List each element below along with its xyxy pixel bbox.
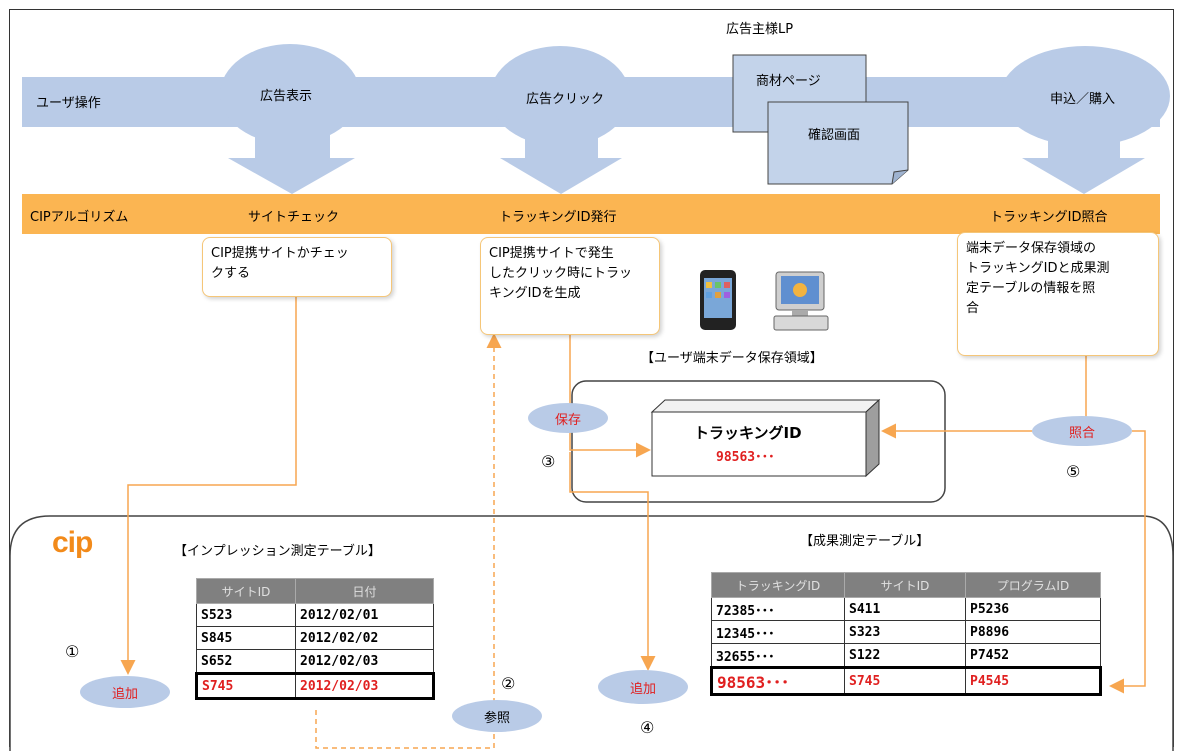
step-ad-click: 広告クリック [526, 92, 605, 107]
result-header-tracking-id: トラッキングID [711, 572, 845, 598]
marker-3: ③ [541, 452, 556, 471]
step-ad-display: 広告表示 [260, 89, 313, 104]
add-bubble-1: 追加 [80, 676, 170, 708]
table-cell: P7452 [965, 643, 1101, 668]
line-reference [315, 333, 502, 749]
impression-header-date: 日付 [295, 578, 434, 604]
impression-table-title: 【インプレッション測定テーブル】 [174, 544, 381, 559]
outer-frame [9, 9, 1174, 747]
result-header-program-id: プログラムID [965, 572, 1101, 598]
device-storage-title: 【ユーザ端末データ保存領域】 [641, 351, 823, 366]
line-sitecheck-add [120, 296, 297, 675]
down-arrow-3 [1022, 127, 1145, 194]
result-table-title: 【成果測定テーブル】 [800, 534, 930, 549]
match-bubble: 照合 [1032, 416, 1132, 446]
line-match-table [1109, 430, 1146, 694]
callout-site-check: CIP提携サイトかチェッ クする [202, 237, 392, 297]
page-confirm [767, 101, 909, 185]
table-cell: S122 [844, 643, 966, 668]
table-cell: 2012/02/02 [295, 626, 434, 650]
cip-logo: cip [52, 526, 93, 559]
line-store-add [569, 452, 656, 671]
step-apply: 申込／購入 [1050, 92, 1116, 107]
table-cell: 2012/02/03 [295, 649, 434, 674]
marker-1: ① [65, 642, 80, 661]
down-arrow-2 [500, 127, 622, 194]
impression-header-site-id: サイトID [196, 578, 296, 604]
callout-id-issue: CIP提携サイトで発生 したクリック時にトラッ キングIDを生成 [480, 237, 660, 335]
table-cell: P4545 [965, 666, 1102, 696]
add-bubble-2: 追加 [598, 670, 688, 704]
cip-band [22, 194, 1160, 234]
table-cell: S323 [844, 620, 966, 644]
table-cell: P8896 [965, 620, 1101, 644]
table-cell: 2012/02/03 [295, 672, 435, 700]
table-cell: S845 [196, 626, 296, 650]
callout-id-match: 端末データ保存領域の トラッキングIDと成果測 定テーブルの情報を照 合 [957, 232, 1159, 356]
bump-2 [490, 46, 630, 146]
save-bubble: 保存 [528, 403, 608, 433]
table-cell: 2012/02/01 [295, 603, 434, 627]
table-cell: S523 [196, 603, 296, 627]
user-row-label: ユーザ操作 [36, 96, 101, 111]
page-confirm-label: 確認画面 [808, 128, 861, 143]
step-id-match: トラッキングID照合 [990, 210, 1108, 225]
step-site-check: サイトチェック [248, 210, 340, 225]
page-product-label: 商材ページ [756, 74, 821, 89]
table-cell: 72385･･･ [711, 597, 845, 621]
table-cell: 12345･･･ [711, 620, 845, 644]
step-id-issue: トラッキングID発行 [499, 210, 617, 225]
bump-3 [1000, 46, 1170, 146]
marker-2: ② [501, 674, 516, 693]
table-cell: S411 [844, 597, 966, 621]
marker-4: ④ [640, 718, 655, 737]
reference-bubble: 参照 [452, 700, 542, 732]
tracking-id-box-label: トラッキングID [694, 424, 802, 442]
table-cell: P5236 [965, 597, 1101, 621]
table-cell: 98563･･･ [710, 666, 845, 696]
marker-5: ⑤ [1066, 462, 1081, 481]
db-frame [9, 515, 1174, 751]
table-cell: 32655･･･ [711, 643, 845, 668]
device-storage-frame [571, 380, 946, 503]
lp-label: 広告主様LP [726, 22, 794, 37]
tracking-id-box [651, 411, 867, 477]
table-cell: S745 [844, 666, 966, 696]
line-issue-save [569, 334, 651, 458]
smartphone-icon [700, 270, 736, 330]
down-arrow-1 [228, 127, 355, 194]
table-cell: S652 [196, 649, 296, 674]
bump-1 [220, 44, 360, 144]
table-cell: S745 [195, 672, 296, 700]
cip-row-label: CIPアルゴリズム [30, 210, 129, 225]
pc-icon [773, 271, 829, 331]
tracking-id-box-value: 98563･･･ [716, 450, 775, 465]
result-header-site-id: サイトID [844, 572, 966, 598]
